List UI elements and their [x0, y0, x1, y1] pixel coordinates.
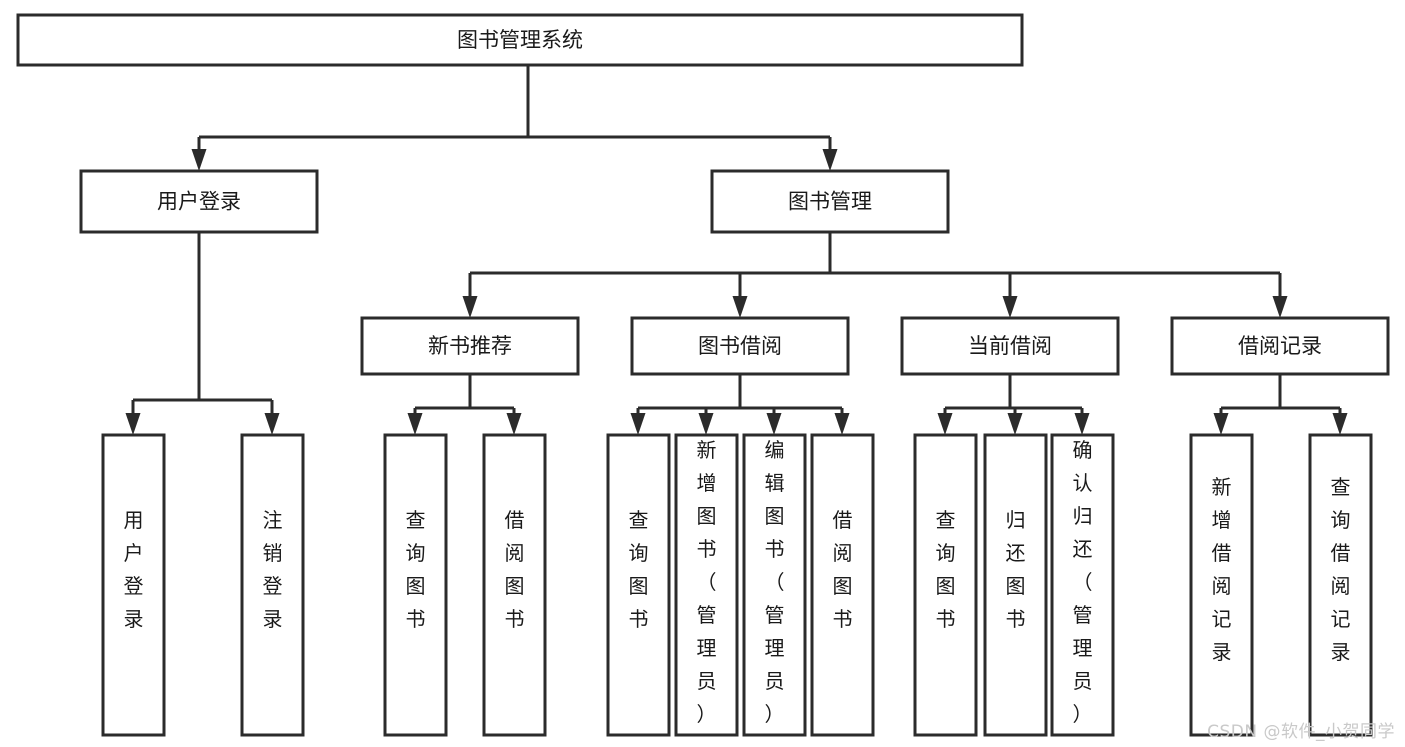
node-box[interactable] [383, 433, 448, 737]
connector-arrowhead [407, 413, 423, 435]
node-label: 借阅记录 [1238, 334, 1322, 358]
connector-arrowhead [125, 413, 141, 435]
connector-arrowhead [1002, 296, 1018, 318]
conn-book-borrow [630, 374, 850, 435]
conn-new-book [407, 374, 522, 435]
node-box[interactable] [16, 13, 1024, 67]
node-box[interactable] [79, 169, 319, 234]
connector-arrowhead [506, 413, 522, 435]
node-label: 注销登录 [263, 508, 283, 631]
node-label: 图书管理 [788, 190, 872, 214]
node-label: 用户登录 [124, 508, 144, 631]
conn-root [191, 65, 838, 171]
connector-edges-layer [125, 65, 1348, 435]
node-label: 查询图书 [406, 508, 426, 631]
level3-node-borrow-record[interactable]: 借阅记录 [1170, 316, 1390, 376]
node-box[interactable] [360, 316, 580, 376]
level3-node-book-borrow[interactable]: 图书借阅 [630, 316, 850, 376]
node-box[interactable] [674, 433, 739, 737]
connector-arrowhead [766, 413, 782, 435]
node-label: 借阅图书 [505, 508, 525, 631]
leaf-node-leaf-query-book-3[interactable]: 查询图书 [913, 433, 978, 737]
conn-user-login [125, 232, 280, 435]
leaf-node-leaf-edit-book[interactable]: 编辑图书（管理员） [742, 433, 807, 737]
node-label: 用户登录 [157, 190, 241, 214]
node-box[interactable] [630, 316, 850, 376]
connector-arrowhead [1332, 413, 1348, 435]
level2-node-user-login[interactable]: 用户登录 [79, 169, 319, 234]
leaf-node-leaf-confirm-return[interactable]: 确认归还（管理员） [1050, 433, 1115, 737]
node-box[interactable] [710, 169, 950, 234]
leaf-node-leaf-add-book[interactable]: 新增图书（管理员） [674, 433, 739, 737]
node-box[interactable] [983, 433, 1048, 737]
connector-arrowhead [264, 413, 280, 435]
conn-borrow-record [1213, 374, 1348, 435]
node-label: 新增借阅记录 [1212, 475, 1232, 664]
node-box[interactable] [810, 433, 875, 737]
connector-arrowhead [1213, 413, 1229, 435]
connector-arrowhead [822, 149, 838, 171]
node-label: 当前借阅 [968, 334, 1052, 358]
nodes-layer: 图书管理系统用户登录图书管理新书推荐图书借阅当前借阅借阅记录用户登录注销登录查询… [16, 13, 1390, 737]
leaf-node-leaf-user-login[interactable]: 用户登录 [101, 433, 166, 737]
connector-arrowhead [462, 296, 478, 318]
node-box[interactable] [742, 433, 807, 737]
node-box[interactable] [482, 433, 547, 737]
connector-arrowhead [1074, 413, 1090, 435]
node-box[interactable] [913, 433, 978, 737]
node-label: 图书管理系统 [457, 28, 583, 52]
node-box[interactable] [606, 433, 671, 737]
node-label: 查询借阅记录 [1331, 475, 1351, 664]
connector-arrowhead [1272, 296, 1288, 318]
node-label: 图书借阅 [698, 334, 782, 358]
connector-arrowhead [937, 413, 953, 435]
node-label: 借阅图书 [833, 508, 853, 631]
leaf-node-leaf-return-book[interactable]: 归还图书 [983, 433, 1048, 737]
node-box[interactable] [101, 433, 166, 737]
conn-book-management [462, 232, 1288, 318]
connector-arrowhead [191, 149, 207, 171]
connector-arrowhead [630, 413, 646, 435]
leaf-node-leaf-logout[interactable]: 注销登录 [240, 433, 305, 737]
node-label: 编辑图书（管理员） [765, 438, 785, 726]
leaf-node-leaf-add-record[interactable]: 新增借阅记录 [1189, 433, 1254, 737]
node-box[interactable] [1170, 316, 1390, 376]
conn-current-borrow [937, 374, 1090, 435]
leaf-node-leaf-borrow-book-2[interactable]: 借阅图书 [810, 433, 875, 737]
level3-node-new-book-recommend[interactable]: 新书推荐 [360, 316, 580, 376]
node-box[interactable] [1308, 433, 1373, 737]
leaf-node-leaf-borrow-book-1[interactable]: 借阅图书 [482, 433, 547, 737]
node-label: 确认归还（管理员） [1073, 438, 1093, 726]
node-label: 归还图书 [1006, 508, 1026, 631]
node-box[interactable] [240, 433, 305, 737]
node-box[interactable] [1189, 433, 1254, 737]
connector-arrowhead [834, 413, 850, 435]
leaf-node-leaf-query-book-2[interactable]: 查询图书 [606, 433, 671, 737]
leaf-node-leaf-query-record[interactable]: 查询借阅记录 [1308, 433, 1373, 737]
level2-node-book-management[interactable]: 图书管理 [710, 169, 950, 234]
watermark-text: CSDN @软件_小贺同学 [1207, 722, 1395, 742]
root-node-root[interactable]: 图书管理系统 [16, 13, 1024, 67]
leaf-node-leaf-query-book-1[interactable]: 查询图书 [383, 433, 448, 737]
node-label: 新增图书（管理员） [697, 438, 717, 726]
node-box[interactable] [1050, 433, 1115, 737]
connector-arrowhead [732, 296, 748, 318]
connector-arrowhead [698, 413, 714, 435]
connector-arrowhead [1007, 413, 1023, 435]
node-box[interactable] [900, 316, 1120, 376]
node-label: 查询图书 [629, 508, 649, 631]
level3-node-current-borrow[interactable]: 当前借阅 [900, 316, 1120, 376]
node-label: 查询图书 [936, 508, 956, 631]
node-label: 新书推荐 [428, 334, 512, 358]
